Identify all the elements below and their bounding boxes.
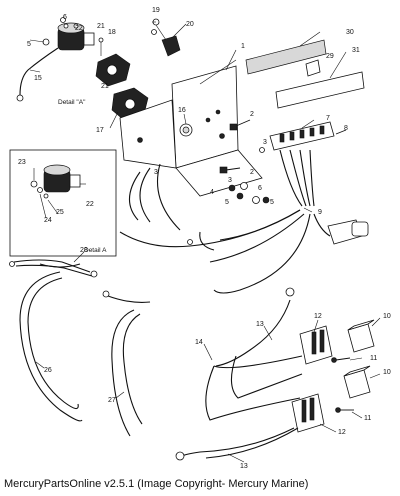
solenoid-detail-a	[42, 17, 95, 51]
label-16: 16	[178, 107, 186, 114]
bolt-2b	[219, 166, 241, 174]
label-5: 5	[270, 199, 274, 206]
label-30: 30	[346, 29, 354, 36]
label-12: 12	[338, 429, 346, 436]
detail-a-caption-box: Detail A	[84, 247, 107, 254]
label-8: 8	[344, 125, 348, 132]
label-11: 11	[370, 355, 377, 362]
label-21: 21	[101, 83, 109, 90]
cable-26	[19, 271, 83, 422]
label-7: 7	[326, 115, 330, 122]
label-23: 23	[18, 159, 26, 166]
label-10: 10	[383, 369, 391, 376]
detail-a-caption-top: Detail "A"	[58, 99, 86, 106]
copyright-footer: MercuryPartsOnline v2.5.1 (Image Copyrig…	[4, 478, 309, 490]
harness-13-upper	[205, 299, 303, 421]
label-5: 5	[27, 41, 31, 48]
label-22: 22	[75, 25, 83, 32]
label-27: 27	[108, 397, 116, 404]
label-15: 15	[34, 75, 42, 82]
label-13: 13	[240, 463, 248, 470]
label-13: 13	[256, 321, 264, 328]
mount-bracket-22	[95, 53, 131, 87]
label-29: 29	[326, 53, 334, 60]
label-17: 17	[96, 127, 104, 134]
label-11: 11	[364, 415, 371, 422]
relay-connector-12-upper	[299, 325, 333, 365]
clamp-20	[151, 18, 181, 57]
bolt-2	[229, 119, 251, 131]
label-10: 10	[383, 313, 391, 320]
wiring-harness-9	[119, 149, 331, 294]
label-5: 5	[225, 199, 229, 206]
label-9: 9	[318, 209, 322, 216]
label-3: 3	[228, 177, 232, 184]
label-12: 12	[314, 313, 322, 320]
plate-31	[275, 71, 365, 109]
detail-a-box	[9, 149, 117, 257]
label-6: 6	[258, 185, 262, 192]
battery-cable-28	[9, 259, 98, 278]
label-24: 24	[44, 217, 52, 224]
label-25: 25	[56, 209, 64, 216]
label-1: 1	[241, 43, 245, 50]
terminal-block-7	[269, 121, 335, 151]
label-2: 2	[250, 111, 254, 118]
screw-11-upper	[331, 357, 351, 363]
harness-13-lower	[175, 427, 299, 461]
label-21: 21	[97, 23, 105, 30]
screw-11-lower	[335, 407, 354, 413]
relay-connector-12-lower	[291, 393, 325, 433]
parts-diagram: 1 2 2 3 3 3 4 5 5 5 6 6 7 8 9 10 10 11 1…	[9, 7, 391, 470]
label-14: 14	[195, 339, 203, 346]
label-2: 2	[250, 169, 254, 176]
relay-10-lower	[343, 365, 371, 399]
leader-lines	[29, 21, 381, 463]
label-4: 4	[210, 189, 214, 196]
label-6: 6	[63, 14, 67, 21]
label-3: 3	[263, 139, 267, 146]
mounting-plate-1	[119, 65, 263, 197]
plate-30	[245, 39, 327, 75]
label-31: 31	[352, 47, 360, 54]
label-22: 22	[86, 201, 94, 208]
label-19: 19	[152, 7, 160, 14]
label-3: 3	[154, 169, 158, 176]
label-20: 20	[186, 21, 194, 28]
cable-27	[102, 290, 151, 437]
connector-plug	[327, 219, 369, 245]
label-28: 28	[80, 247, 88, 254]
label-26: 26	[44, 367, 52, 374]
label-18: 18	[108, 29, 116, 36]
clip-29	[305, 59, 321, 77]
relay-10-upper	[347, 319, 375, 353]
